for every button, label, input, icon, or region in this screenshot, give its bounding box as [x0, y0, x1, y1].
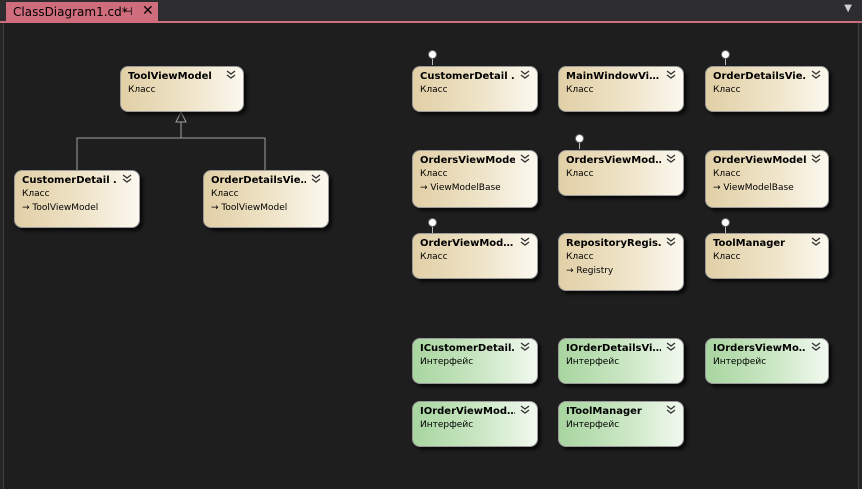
class-shape-toolviewmodel[interactable]: ToolViewModel Класс	[120, 66, 244, 112]
expand-chevron-icon[interactable]	[519, 153, 531, 165]
shape-name: IOrderDetailsVi…	[566, 343, 661, 354]
class-shape-mainwindow[interactable]: MainWindowVi… Класс	[558, 66, 684, 112]
shape-kind: Интерфейс	[420, 420, 474, 430]
expand-chevron-icon[interactable]	[519, 404, 531, 416]
interface-lollipop-icon[interactable]	[428, 50, 437, 59]
shape-kind: Интерфейс	[420, 357, 474, 367]
interface-lollipop-icon[interactable]	[721, 50, 730, 59]
shape-kind: Интерфейс	[566, 357, 620, 367]
shape-name: IToolManager	[566, 406, 642, 417]
expand-chevron-icon[interactable]	[810, 341, 822, 353]
interface-shape-iorderdetails[interactable]: IOrderDetailsVi… Интерфейс	[558, 338, 684, 384]
shape-kind: Класс	[420, 252, 448, 262]
expand-chevron-icon[interactable]	[665, 341, 677, 353]
shape-name: CustomerDetail …	[22, 175, 117, 186]
expand-chevron-icon[interactable]	[665, 153, 677, 165]
class-shape-orderdetails-viewmodel[interactable]: OrderDetailsVie… Класс → ToolViewModel	[203, 170, 329, 228]
shape-kind: Класс	[128, 85, 156, 95]
expand-chevron-icon[interactable]	[225, 69, 237, 81]
shape-kind: Класс	[713, 85, 741, 95]
shape-kind: Класс	[420, 169, 448, 179]
interface-lollipop-icon[interactable]	[575, 134, 584, 143]
expand-chevron-icon[interactable]	[121, 173, 133, 185]
interface-lollipop-stem	[725, 59, 726, 65]
pin-icon[interactable]: ⊣	[123, 5, 133, 18]
shape-name: OrderViewModel	[713, 155, 806, 166]
interface-lollipop-icon[interactable]	[721, 218, 730, 227]
class-shape-ordersviewmodel[interactable]: OrdersViewModel Класс → ViewModelBase	[412, 150, 538, 208]
class-shape-customerdetail-viewmodel[interactable]: CustomerDetail … Класс → ToolViewModel	[14, 170, 140, 228]
shape-name: OrderDetailsVie…	[713, 71, 806, 82]
shape-kind: Класс	[211, 189, 239, 199]
class-shape-repositoryregistry[interactable]: RepositoryRegis… Класс → Registry	[558, 233, 684, 291]
class-shape-ordersviewmod[interactable]: OrdersViewMod… Класс	[558, 150, 684, 196]
expand-chevron-icon[interactable]	[810, 153, 822, 165]
interface-lollipop-stem	[579, 143, 580, 149]
document-tab-strip: ClassDiagram1.cd* ⊣ ✕ ▼	[0, 0, 862, 23]
shape-name: CustomerDetail …	[420, 71, 515, 82]
expand-chevron-icon[interactable]	[665, 404, 677, 416]
shape-name: ToolManager	[713, 238, 786, 249]
tab-underline	[0, 21, 862, 23]
shape-base-type: → ViewModelBase	[713, 183, 794, 193]
interface-lollipop-stem	[432, 227, 433, 233]
shape-base-type: → ToolViewModel	[211, 203, 288, 213]
shape-kind: Класс	[713, 252, 741, 262]
shape-kind: Класс	[713, 169, 741, 179]
shape-name: ToolViewModel	[128, 71, 212, 82]
interface-shape-itoolmanager[interactable]: IToolManager Интерфейс	[558, 401, 684, 447]
interface-shape-iorderviewmodel[interactable]: IOrderViewMod… Интерфейс	[412, 401, 538, 447]
expand-chevron-icon[interactable]	[519, 69, 531, 81]
class-shape-orderviewmod[interactable]: OrderViewMod… Класс	[412, 233, 538, 279]
expand-chevron-icon[interactable]	[810, 236, 822, 248]
expand-chevron-icon[interactable]	[519, 341, 531, 353]
shape-kind: Класс	[566, 169, 594, 179]
shape-kind: Класс	[566, 252, 594, 262]
class-shape-orderdetails[interactable]: OrderDetailsVie… Класс	[705, 66, 829, 112]
class-shape-toolmanager[interactable]: ToolManager Класс	[705, 233, 829, 279]
shape-kind: Интерфейс	[713, 357, 767, 367]
interface-shape-iordersviewmodel[interactable]: IOrdersViewMo… Интерфейс	[705, 338, 829, 384]
interface-lollipop-icon[interactable]	[428, 218, 437, 227]
shape-kind: Класс	[22, 189, 50, 199]
expand-chevron-icon[interactable]	[310, 173, 322, 185]
class-shape-orderviewmodel[interactable]: OrderViewModel Класс → ViewModelBase	[705, 150, 829, 208]
shape-base-type: → Registry	[566, 266, 614, 276]
shape-name: OrderViewMod…	[420, 238, 514, 249]
expand-chevron-icon[interactable]	[665, 69, 677, 81]
interface-lollipop-stem	[725, 227, 726, 233]
interface-shape-icustomerdetail[interactable]: ICustomerDetail… Интерфейс	[412, 338, 538, 384]
shape-name: OrdersViewMod…	[566, 155, 661, 166]
shape-kind: Интерфейс	[566, 420, 620, 430]
shape-name: OrdersViewModel	[420, 155, 515, 166]
document-tab-title: ClassDiagram1.cd*	[13, 5, 128, 19]
class-shape-customerdetail[interactable]: CustomerDetail … Класс	[412, 66, 538, 112]
shape-name: RepositoryRegis…	[566, 238, 661, 249]
expand-chevron-icon[interactable]	[810, 69, 822, 81]
tab-list-dropdown-icon[interactable]: ▼	[844, 3, 852, 14]
close-icon[interactable]: ✕	[142, 3, 154, 19]
shape-name: ICustomerDetail…	[420, 343, 515, 354]
shape-base-type: → ToolViewModel	[22, 203, 99, 213]
shape-name: IOrderViewMod…	[420, 406, 515, 417]
shape-name: IOrdersViewMo…	[713, 343, 806, 354]
expand-chevron-icon[interactable]	[519, 236, 531, 248]
expand-chevron-icon[interactable]	[665, 236, 677, 248]
interface-lollipop-stem	[432, 59, 433, 65]
shape-name: MainWindowVi…	[566, 71, 660, 82]
document-tab[interactable]: ClassDiagram1.cd* ⊣ ✕	[6, 2, 158, 22]
shape-kind: Класс	[566, 85, 594, 95]
shape-name: OrderDetailsVie…	[211, 175, 306, 186]
shape-base-type: → ViewModelBase	[420, 183, 501, 193]
shape-kind: Класс	[420, 85, 448, 95]
